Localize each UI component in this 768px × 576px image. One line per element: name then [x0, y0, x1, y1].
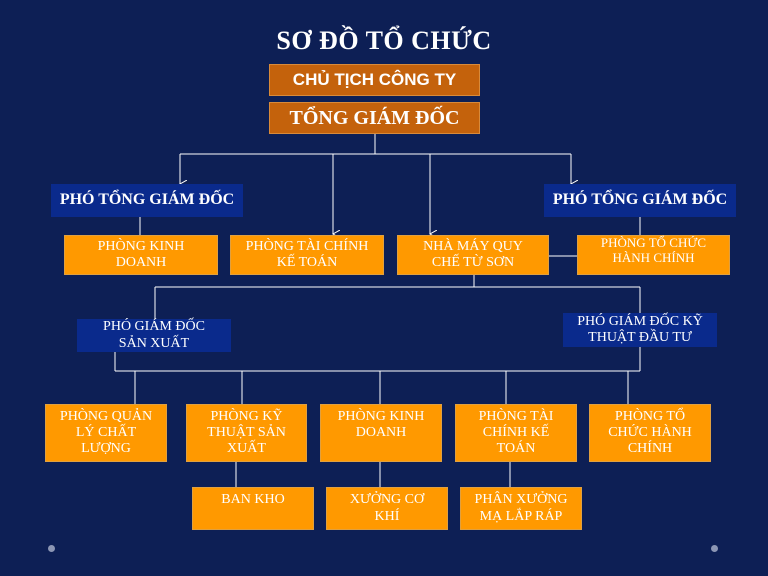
finance-dept-2-box[interactable]: PHÒNG TÀI CHÍNH KẾ TOÁN: [455, 404, 577, 462]
chart-title: SƠ ĐỒ TỔ CHỨC: [276, 26, 492, 55]
mechanical-workshop-label: XƯỞNG CƠ KHÍ: [349, 492, 425, 524]
business-dept-box[interactable]: PHÒNG KINH DOANH: [64, 235, 218, 275]
warehouse-box[interactable]: BAN KHO: [192, 487, 314, 530]
finance-dept-2-label: PHÒNG TÀI CHÍNH KẾ TOÁN: [478, 408, 554, 457]
finance-dept-label: PHÒNG TÀI CHÍNH KẾ TOÁN: [245, 238, 369, 270]
deputy-ceo-right-box[interactable]: PHÓ TỔNG GIÁM ĐỐC: [544, 184, 736, 217]
deputy-production-label: PHÓ GIÁM ĐỐC SẢN XUẤT: [103, 319, 205, 351]
factory-label: NHÀ MÁY QUY CHẾ TỪ SƠN: [423, 238, 523, 270]
admin-dept-2-box[interactable]: PHÒNG TỔ CHỨC HÀNH CHÍNH: [589, 404, 711, 462]
plating-workshop-label: PHÂN XƯỞNG MẠ LẮP RÁP: [474, 492, 568, 524]
deputy-ceo-left-box[interactable]: PHÓ TỔNG GIÁM ĐỐC: [51, 184, 243, 217]
slide-dot-right: [711, 545, 718, 552]
deputy-production-box[interactable]: PHÓ GIÁM ĐỐC SẢN XUẤT: [77, 319, 231, 352]
deputy-ceo-right-label: PHÓ TỔNG GIÁM ĐỐC: [552, 191, 728, 209]
admin-dept-label: PHÒNG TỔ CHỨC HÀNH CHÍNH: [600, 235, 707, 265]
mechanical-workshop-box[interactable]: XƯỞNG CƠ KHÍ: [326, 487, 448, 530]
admin-dept-box[interactable]: PHÒNG TỔ CHỨC HÀNH CHÍNH: [577, 235, 730, 275]
admin-dept-2-label: PHÒNG TỔ CHỨC HÀNH CHÍNH: [608, 408, 692, 457]
slide-dot-left: [48, 545, 55, 552]
ceo-label: TỔNG GIÁM ĐỐC: [289, 106, 460, 129]
quality-dept-label: PHÒNG QUẢN LÝ CHẤT LƯỢNG: [59, 408, 153, 457]
deputy-ceo-left-label: PHÓ TỔNG GIÁM ĐỐC: [59, 191, 235, 209]
ceo-box[interactable]: TỔNG GIÁM ĐỐC: [269, 102, 480, 134]
deputy-technical-label: PHÓ GIÁM ĐỐC KỸ THUẬT ĐẦU TƯ: [577, 313, 703, 345]
plating-workshop-box[interactable]: PHÂN XƯỞNG MẠ LẮP RÁP: [460, 487, 582, 530]
business-dept-label: PHÒNG KINH DOANH: [97, 238, 185, 270]
warehouse-label: BAN KHO: [221, 492, 285, 507]
deputy-technical-box[interactable]: PHÓ GIÁM ĐỐC KỸ THUẬT ĐẦU TƯ: [563, 313, 717, 347]
factory-box[interactable]: NHÀ MÁY QUY CHẾ TỪ SƠN: [397, 235, 549, 275]
finance-dept-box[interactable]: PHÒNG TÀI CHÍNH KẾ TOÁN: [230, 235, 384, 275]
business-dept-2-box[interactable]: PHÒNG KINH DOANH: [320, 404, 442, 462]
chairman-box[interactable]: CHỦ TỊCH CÔNG TY: [269, 64, 480, 96]
chairman-label: CHỦ TỊCH CÔNG TY: [292, 70, 457, 90]
production-tech-dept-box[interactable]: PHÒNG KỸ THUẬT SẢN XUẤT: [186, 404, 307, 462]
business-dept-2-label: PHÒNG KINH DOANH: [337, 409, 425, 441]
production-tech-dept-label: PHÒNG KỸ THUẬT SẢN XUẤT: [207, 408, 286, 457]
quality-dept-box[interactable]: PHÒNG QUẢN LÝ CHẤT LƯỢNG: [45, 404, 167, 462]
